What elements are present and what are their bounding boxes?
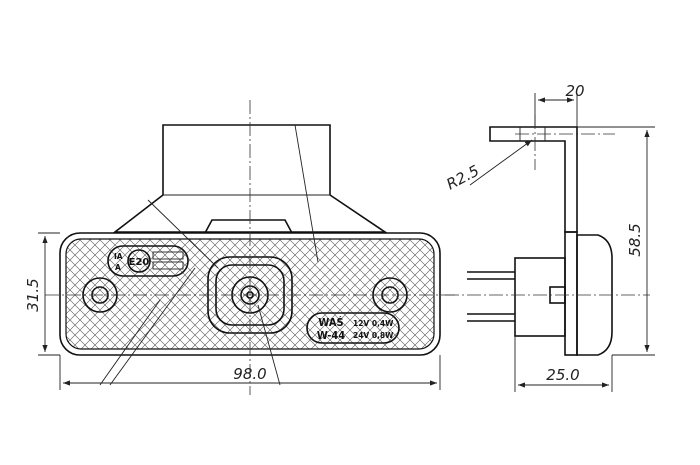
wire-bottom xyxy=(467,313,515,322)
dim-radius: R2.5 xyxy=(443,162,482,194)
approval-marking: IA A E20 xyxy=(107,245,189,277)
housing xyxy=(564,231,578,356)
rating-12v: 12V 0,4W xyxy=(353,319,394,328)
front-view: IA A E20 WAŚ W-44 12V 0,4W 24V 0,8W 31.5 xyxy=(24,100,455,395)
side-view: 20 R2.5 58.5 25.0 xyxy=(443,82,655,392)
wire-top xyxy=(467,271,515,280)
class-label-ia: IA xyxy=(114,252,123,261)
dim-bracket: 20 xyxy=(565,82,584,100)
approval-mark: E20 xyxy=(129,257,150,268)
dim-height-side: 58.5 xyxy=(626,223,644,256)
connector-box xyxy=(514,257,566,337)
lens-dome xyxy=(576,234,613,356)
bracket xyxy=(489,126,578,233)
maker-label: WAŚ xyxy=(318,316,343,329)
rating-24v: 24V 0,8W xyxy=(353,331,394,340)
maker-marking: WAŚ W-44 12V 0,4W 24V 0,8W xyxy=(306,312,400,344)
model-label: W-44 xyxy=(317,329,345,342)
class-label-a: A xyxy=(115,263,121,272)
mount-bump xyxy=(204,219,293,234)
dim-width-front: 98.0 xyxy=(233,365,266,383)
dim-depth: 25.0 xyxy=(546,366,579,384)
dim-height-front: 31.5 xyxy=(24,278,42,311)
